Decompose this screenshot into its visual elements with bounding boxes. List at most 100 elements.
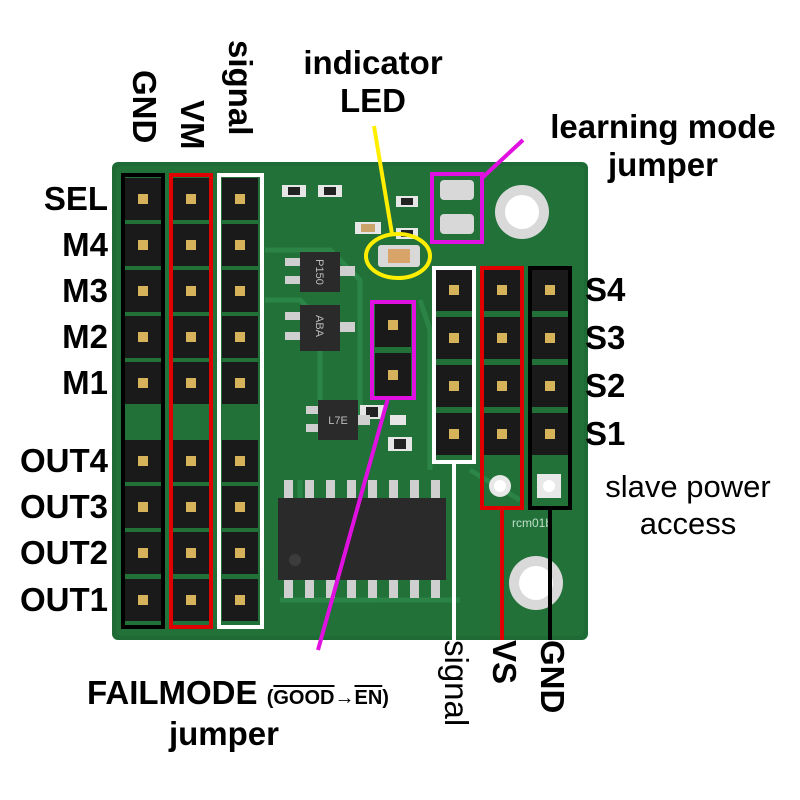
chip-pin xyxy=(305,580,314,598)
indicator-led-label: indicator LED xyxy=(278,44,468,120)
failmode-paren-group: (GOOD→EN) xyxy=(267,687,389,709)
header-pin xyxy=(532,413,568,455)
main-chip xyxy=(278,498,446,580)
chip-pin xyxy=(431,580,440,598)
header-pin xyxy=(436,269,472,311)
header-pin xyxy=(125,316,161,358)
failmode-pointer xyxy=(316,397,390,651)
chip-pin xyxy=(347,480,356,498)
failmode-good: GOOD xyxy=(273,687,335,709)
header-pin xyxy=(484,413,520,455)
failmode-label: FAILMODE (GOOD→EN) jumper xyxy=(28,672,448,755)
header-pin xyxy=(173,316,209,358)
learning-mode-jumper-pads xyxy=(440,180,474,234)
sot-ic-3 xyxy=(306,400,370,440)
failmode-main: FAILMODE xyxy=(87,674,258,711)
header-pin xyxy=(173,440,209,482)
chip-pin xyxy=(305,480,314,498)
failmode-jumper-box xyxy=(370,300,416,400)
top-label-vm: VM xyxy=(174,100,211,150)
header-pin xyxy=(222,440,258,482)
header-pin xyxy=(222,362,258,404)
signal-column-box xyxy=(217,173,264,629)
learning-mode-jumper-box xyxy=(430,172,484,244)
failmode-jumper-pin xyxy=(375,303,411,347)
chip-pin xyxy=(326,580,335,598)
left-pin-label: M2 xyxy=(62,318,108,355)
header-pin xyxy=(436,413,472,455)
header-pin xyxy=(173,486,209,528)
slave-power-label: slave power access xyxy=(582,468,794,542)
chip-pin xyxy=(410,480,419,498)
failmode-jumper-pin xyxy=(375,353,411,397)
header-pin xyxy=(484,365,520,407)
failmode-open-paren: ( xyxy=(266,687,274,709)
gnd-column-box xyxy=(121,173,165,629)
left-pin-label: M3 xyxy=(62,272,108,309)
failmode-en: EN xyxy=(354,687,383,709)
header-pin xyxy=(532,269,568,311)
indicator-led-line2: LED xyxy=(340,81,406,119)
right-pin-label: S3 xyxy=(585,319,626,356)
header-pin xyxy=(125,486,161,528)
learning-mode-label: learning mode jumper xyxy=(528,108,798,184)
header-pin xyxy=(532,365,568,407)
indicator-led-body xyxy=(378,245,420,267)
header-pin xyxy=(173,532,209,574)
header-pin xyxy=(125,532,161,574)
left-pin-label: OUT4 xyxy=(19,442,108,479)
failmode-close-paren: ) xyxy=(382,687,389,709)
right-pin-label: S2 xyxy=(585,367,626,404)
chip-pin xyxy=(410,580,419,598)
header-pin xyxy=(173,224,209,266)
slave-power-pad-vs xyxy=(489,475,511,497)
header-pin xyxy=(222,579,258,621)
chip-pin xyxy=(389,580,398,598)
bottom-label-vs: VS xyxy=(486,640,523,685)
header-pin xyxy=(484,269,520,311)
sot-ic-1 xyxy=(285,252,355,292)
top-label-signal: signal xyxy=(222,40,259,136)
chip-pin xyxy=(368,580,377,598)
chip-pin xyxy=(347,580,356,598)
pin-headers xyxy=(125,178,568,621)
header-pin xyxy=(222,178,258,220)
left-pin-label: M1 xyxy=(62,364,108,401)
header-pin xyxy=(125,270,161,312)
header-pin xyxy=(173,178,209,220)
top-label-gnd: GND xyxy=(126,70,163,144)
pcb-traces xyxy=(265,247,522,603)
header-pin xyxy=(222,270,258,312)
indicator-led-line1: indicator xyxy=(303,44,443,81)
header-pin xyxy=(125,224,161,266)
bottom-label-gnd: GND xyxy=(534,640,571,714)
vm-column-box xyxy=(169,173,213,629)
learning-mode-pointer xyxy=(480,138,525,180)
ic2-text: ABA xyxy=(313,315,325,338)
left-pin-label: SEL xyxy=(43,180,108,217)
chip-pin xyxy=(284,480,293,498)
left-pin-label: OUT2 xyxy=(19,534,108,571)
ic3-text: L7E xyxy=(328,415,348,427)
slave-power-line2: access xyxy=(639,506,737,542)
header-pin xyxy=(222,224,258,266)
chip-pin xyxy=(389,480,398,498)
header-pin xyxy=(173,579,209,621)
failmode-line2: jumper xyxy=(168,715,280,753)
indicator-led-pointer xyxy=(372,125,394,235)
header-pin xyxy=(222,316,258,358)
mounting-hole-bottom xyxy=(509,556,563,610)
left-pin-label: OUT3 xyxy=(19,488,108,525)
header-pin xyxy=(173,362,209,404)
main-chip-pins xyxy=(284,480,440,598)
header-pin xyxy=(436,317,472,359)
header-pin xyxy=(222,532,258,574)
header-pin xyxy=(125,440,161,482)
header-pin xyxy=(484,317,520,359)
sot-ic-2 xyxy=(285,305,355,351)
chip-pin xyxy=(326,480,335,498)
right-pin-label: S4 xyxy=(585,271,626,308)
header-pin xyxy=(436,365,472,407)
